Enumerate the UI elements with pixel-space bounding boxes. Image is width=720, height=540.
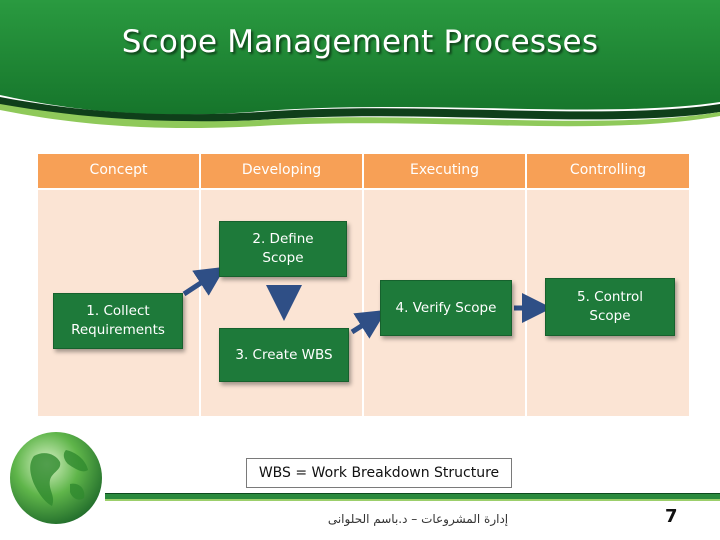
column-header-developing: Developing xyxy=(201,154,362,188)
footer-divider xyxy=(105,493,720,500)
globe-icon xyxy=(10,432,102,524)
column-header-controlling: Controlling xyxy=(527,154,689,188)
column-header-executing: Executing xyxy=(364,154,525,188)
process-control-line1: 5. Control xyxy=(577,289,643,305)
column-header-concept: Concept xyxy=(38,154,199,188)
header-swoosh xyxy=(0,0,720,129)
footer-divider-accent xyxy=(105,499,720,501)
process-create-wbs: 3. Create WBS xyxy=(219,328,349,382)
process-collect-line2: Requirements xyxy=(71,322,165,338)
process-define-line1: 2. Define xyxy=(252,231,314,247)
process-control-line2: Scope xyxy=(589,308,631,324)
page-number: 7 xyxy=(665,506,678,527)
process-collect-line1: 1. Collect xyxy=(86,303,150,319)
header-banner: Scope Management Processes xyxy=(0,0,720,140)
footer-author: إدارة المشروعات – د.باسم الحلوانى xyxy=(327,512,509,526)
wbs-legend: WBS = Work Breakdown Structure xyxy=(246,458,512,488)
process-define-line2: Scope xyxy=(262,250,304,266)
process-verify-scope: 4. Verify Scope xyxy=(380,280,512,336)
page-title: Scope Management Processes xyxy=(121,24,599,60)
